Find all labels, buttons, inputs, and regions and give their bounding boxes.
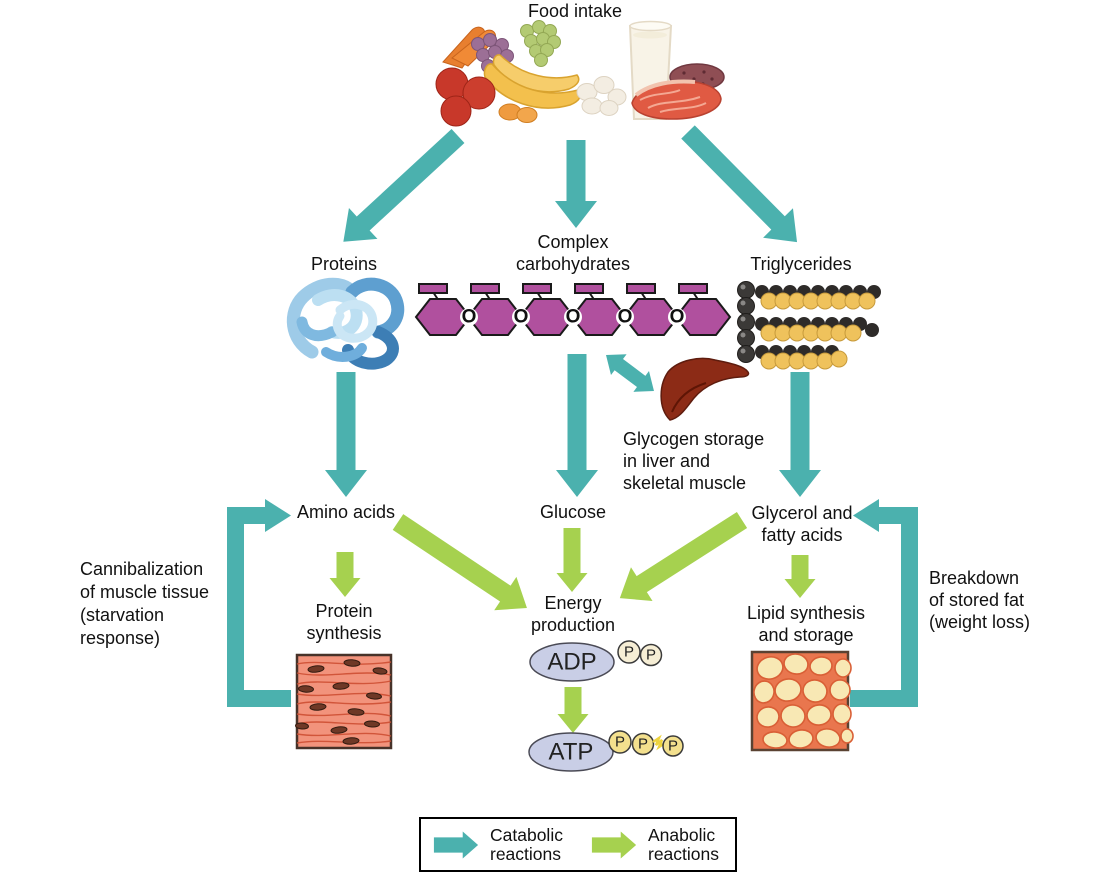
protein-synthesis-label: Protein synthesis <box>306 601 382 643</box>
svg-text:P: P <box>638 736 648 753</box>
arrow-muscle-to-amino-acids <box>227 499 291 707</box>
arrow-amino-to-protein-synthesis <box>329 552 361 597</box>
arrow-food-to-carbohydrates <box>555 140 597 228</box>
glucose-label: Glucose <box>539 502 607 522</box>
high-energy-bond-icon <box>652 734 666 751</box>
svg-text:O: O <box>566 307 581 328</box>
arrow-amino-to-energy <box>392 514 527 611</box>
atp-phosphates: P P P <box>608 730 684 757</box>
arrow-proteins-to-amino-acids <box>325 372 367 497</box>
arrow-adp-to-atp <box>557 687 589 733</box>
food-illustration <box>435 20 725 127</box>
arrow-glycerol-to-energy <box>619 511 748 601</box>
carbohydrates-label: Complex carbohydrates <box>515 232 631 274</box>
glycogen-note: Glycogen storage in liver and skeletal m… <box>623 429 765 493</box>
legend-anabolic: Anabolic reactions <box>590 824 720 864</box>
triglyceride-illustration <box>737 281 881 370</box>
food-intake-title: Food intake <box>527 1 623 21</box>
adipocytes <box>753 653 854 749</box>
legend-anabolic-arrow-icon <box>591 831 637 858</box>
svg-text:O: O <box>462 307 477 328</box>
fatty-acid-hydrogens <box>760 292 876 370</box>
arrow-glucose-to-energy <box>556 528 588 592</box>
carbohydrate-chain-illustration: O O O O O <box>414 283 732 336</box>
svg-text:ATP: ATP <box>549 739 594 766</box>
adp-molecule: ADP P P <box>529 640 663 682</box>
grapes-green <box>520 20 561 67</box>
svg-text:P: P <box>668 738 678 755</box>
muscle-tissue-illustration <box>295 653 393 750</box>
glycerol-label: Glycerol and fatty acids <box>751 503 853 545</box>
fat-breakdown-note: Breakdown of stored fat (weight loss) <box>929 568 1031 632</box>
svg-text:P: P <box>624 644 634 661</box>
triglycerides-label: Triglycerides <box>750 254 852 274</box>
svg-text:O: O <box>670 307 685 328</box>
steak-marbling <box>639 89 707 113</box>
liver-illustration <box>660 357 750 421</box>
arrow-carbohydrates-liver-bidirectional <box>606 354 654 392</box>
legend-catabolic-arrow-icon <box>433 831 479 858</box>
legend-catabolic-label: Catabolic reactions <box>490 824 563 864</box>
eggs <box>576 76 627 116</box>
arrow-carbohydrates-to-glucose <box>556 354 598 497</box>
arrow-food-to-triglycerides <box>681 125 798 243</box>
apples <box>435 67 496 127</box>
amino-acids-label: Amino acids <box>296 502 396 522</box>
protein-molecule-illustration <box>286 277 405 370</box>
adipose-tissue-illustration <box>750 650 854 752</box>
legend-box: Catabolic reactions Anabolic reactions <box>419 817 737 872</box>
muscle-nuclei <box>295 659 388 745</box>
legend-catabolic: Catabolic reactions <box>432 824 590 864</box>
energy-production-label: Energy production <box>530 593 616 635</box>
arrow-glycerol-to-lipid-synthesis <box>784 555 816 598</box>
cannibalization-note: Cannibalization of muscle tissue (starva… <box>80 559 210 648</box>
proteins-label: Proteins <box>310 254 378 274</box>
glycosidic-o-links: O O O O O <box>460 307 686 328</box>
arrow-triglycerides-to-glycerol <box>779 372 821 497</box>
svg-text:ADP: ADP <box>547 649 596 676</box>
lipid-synthesis-label: Lipid synthesis and storage <box>746 603 866 645</box>
svg-text:P: P <box>615 734 625 751</box>
glycerol-highlights <box>740 284 746 354</box>
svg-text:O: O <box>514 307 529 328</box>
atp-molecule: ATP P P P <box>528 730 684 772</box>
svg-text:O: O <box>618 307 633 328</box>
arrow-food-to-proteins <box>343 129 465 242</box>
arrow-fat-to-glycerol <box>850 499 918 707</box>
svg-text:P: P <box>646 647 656 664</box>
legend-anabolic-label: Anabolic reactions <box>648 824 720 864</box>
adp-phosphates: P P <box>617 640 663 667</box>
